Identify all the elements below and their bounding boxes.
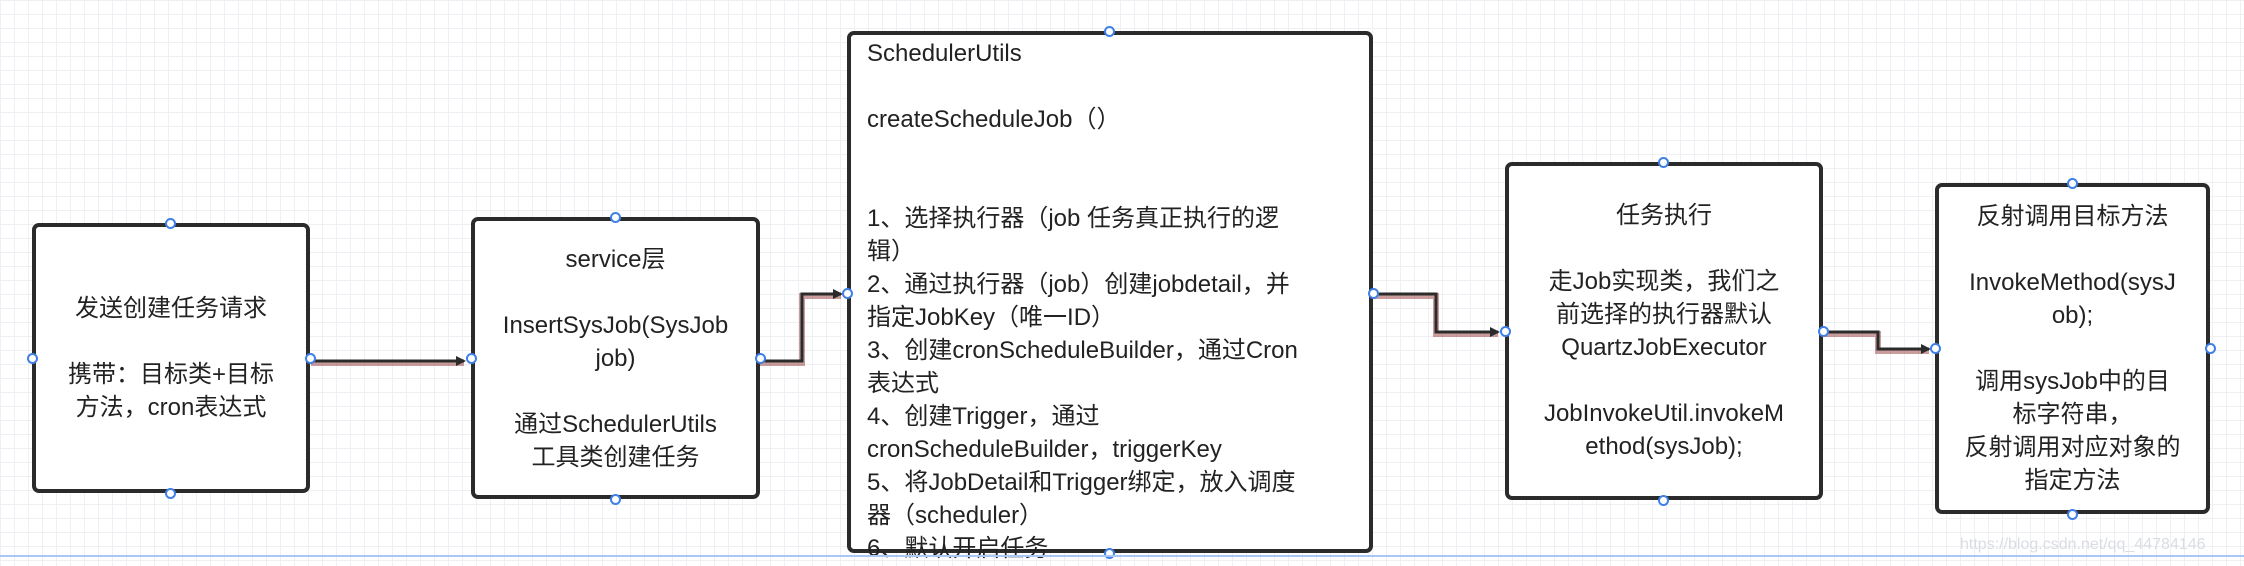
port-scheduler-utils-right[interactable]: [1368, 288, 1379, 299]
text-line: 6、默认开启任务: [867, 535, 1049, 562]
box-send-request[interactable]: 发送创建任务请求携带：目标类+目标方法，cron表达式: [32, 223, 310, 493]
text-line: InsertSysJob(SysJob: [502, 311, 729, 339]
port-service-left[interactable]: [466, 353, 477, 364]
text-line: 携带：目标类+目标: [67, 361, 274, 388]
text-line: 任务执行: [1616, 202, 1712, 229]
box-service[interactable]: service层 InsertSysJob(SysJob job) 通过Schedul…: [471, 217, 760, 499]
text-line: 反射调用目标方法: [1976, 203, 2169, 230]
port-service-top[interactable]: [610, 212, 621, 223]
canvas-bottom-guide-line: [0, 555, 2244, 557]
text-line: service层: [565, 245, 666, 273]
text-line: 工具类创建任务: [531, 443, 700, 471]
connector-3: [1372, 292, 1500, 337]
port-send-request-right[interactable]: [305, 353, 316, 364]
box-send-request-text: 发送创建任务请求携带：目标类+目标方法，cron表达式: [36, 227, 306, 489]
box-scheduler-utils-text: SchedulerUtils createScheduleJob（） 1、选择执行器…: [867, 37, 1353, 565]
connector-1: [311, 356, 466, 366]
text-line: cronScheduleBuilder，triggerKey: [867, 436, 1222, 463]
port-service-bottom[interactable]: [610, 494, 621, 505]
text-line: 3、创建cronScheduleBuilder，通过Cron: [867, 337, 1298, 364]
text-line: createScheduleJob（）: [867, 106, 1121, 133]
port-task-execution-top[interactable]: [1658, 157, 1669, 168]
watermark-text: https://blog.csdn.net/qq_44784146: [1960, 536, 2206, 553]
port-send-request-left[interactable]: [27, 353, 38, 364]
text-line: 前选择的执行器默认: [1556, 301, 1772, 328]
box-service-text: service层 InsertSysJob(SysJob job) 通过Schedul…: [475, 221, 756, 495]
text-line: ob);: [2051, 302, 2094, 329]
text-line: 辑）: [867, 238, 915, 265]
port-task-execution-right[interactable]: [1818, 326, 1829, 337]
text-line: 2、通过执行器（job）创建jobdetail，并: [867, 271, 1290, 298]
port-reflect-invoke-left[interactable]: [1930, 343, 1941, 354]
port-task-execution-bottom[interactable]: [1658, 495, 1669, 506]
text-line: 5、将JobDetail和Trigger绑定，放入调度: [867, 469, 1296, 496]
box-scheduler-utils[interactable]: SchedulerUtils createScheduleJob（） 1、选择执行器…: [847, 31, 1373, 562]
port-send-request-bottom[interactable]: [165, 488, 176, 499]
port-scheduler-utils-top[interactable]: [1104, 26, 1115, 37]
text-line: 标字符串，: [2012, 401, 2133, 428]
text-line: JobInvokeUtil.invokeM: [1543, 400, 1785, 427]
text-line: 指定JobKey（唯一ID）: [867, 304, 1116, 331]
box-task-execution[interactable]: 任务执行走Job实现类，我们之前选择的执行器默认 QuartzJobExecuto…: [1505, 162, 1823, 500]
port-scheduler-utils-bottom[interactable]: [1104, 548, 1115, 559]
text-line: ethod(sysJob);: [1585, 433, 1743, 460]
text-line: SchedulerUtils: [867, 40, 1022, 67]
blank-line: [867, 136, 1353, 169]
text-line: 方法，cron表达式: [75, 394, 267, 421]
port-scheduler-utils-left[interactable]: [842, 288, 853, 299]
text-line: QuartzJobExecutor: [1561, 334, 1767, 361]
text-line: 器（scheduler）: [867, 502, 1044, 529]
text-line: 反射调用对应对象的: [1964, 434, 2181, 461]
port-task-execution-left[interactable]: [1500, 326, 1511, 337]
text-line: 表达式: [867, 370, 939, 397]
connector-4: [1822, 330, 1931, 354]
port-send-request-top[interactable]: [165, 218, 176, 229]
port-reflect-invoke-right[interactable]: [2205, 343, 2216, 354]
port-reflect-invoke-bottom[interactable]: [2067, 509, 2078, 520]
text-line: job): [595, 344, 636, 372]
port-reflect-invoke-top[interactable]: [2067, 178, 2078, 189]
text-line: 走Job实现类，我们之: [1548, 268, 1780, 295]
connector-2: [759, 289, 843, 366]
text-line: 通过SchedulerUtils: [514, 410, 717, 438]
text-line: 4、创建Trigger，通过: [867, 403, 1100, 430]
box-task-execution-text: 任务执行走Job实现类，我们之前选择的执行器默认 QuartzJobExecuto…: [1509, 166, 1819, 496]
blank-line: [867, 70, 1353, 103]
text-line: 1、选择执行器（job 任务真正执行的逻: [867, 205, 1280, 232]
port-service-right[interactable]: [755, 353, 766, 364]
text-line: 调用sysJob中的目: [1975, 368, 2170, 395]
blank-line: [867, 169, 1353, 202]
box-reflect-invoke-text: 反射调用目标方法 InvokeMethod(sysJ ob); 调用sysJob中的目…: [1939, 187, 2206, 510]
text-line: 发送创建任务请求: [75, 295, 267, 322]
text-line: InvokeMethod(sysJ: [1969, 269, 2176, 296]
text-line: 指定方法: [2024, 467, 2121, 494]
box-reflect-invoke[interactable]: 反射调用目标方法 InvokeMethod(sysJ ob); 调用sysJob中的目…: [1935, 183, 2210, 514]
